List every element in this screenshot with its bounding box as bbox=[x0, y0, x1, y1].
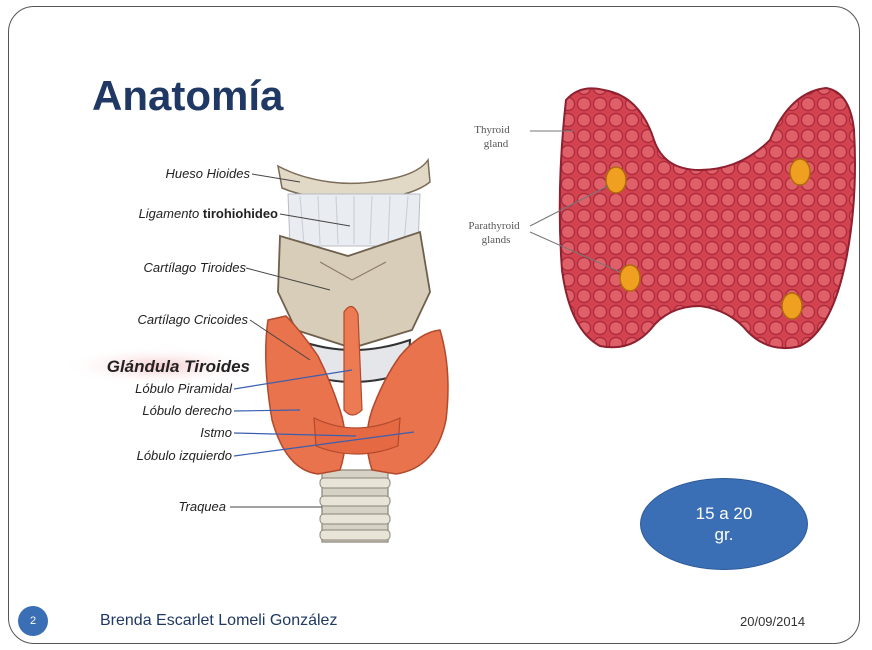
weight-badge: 15 a 20 gr. bbox=[640, 478, 808, 570]
label-cartilago-cricoides: Cartílago Cricoides bbox=[137, 312, 248, 327]
label-thyroid-line1: Thyroid bbox=[474, 124, 510, 136]
label-hueso-hioides: Hueso Hioides bbox=[165, 166, 250, 181]
label-ligamento-b: tirohiohideo bbox=[203, 206, 278, 221]
thyroid-gland-posterior bbox=[560, 88, 855, 348]
parathyroid-gland bbox=[606, 167, 626, 193]
page-number-badge: 2 bbox=[18, 606, 48, 636]
label-lobulo-piramidal: Lóbulo Piramidal bbox=[135, 381, 233, 396]
label-traquea: Traquea bbox=[179, 499, 226, 514]
label-ligamento: Ligamento tirohiohideo bbox=[139, 206, 278, 221]
parathyroid-gland bbox=[790, 159, 810, 185]
weight-text: 15 a 20 gr. bbox=[689, 503, 759, 545]
slide-date: 20/09/2014 bbox=[740, 614, 805, 629]
label-lobulo-izquierdo: Lóbulo izquierdo bbox=[137, 448, 232, 463]
label-lobulo-derecho: Lóbulo derecho bbox=[142, 403, 232, 418]
label-istmo: Istmo bbox=[200, 425, 232, 440]
trachea bbox=[320, 470, 390, 542]
label-cartilago-tiroides: Cartílago Tiroides bbox=[144, 260, 247, 275]
parathyroid-gland bbox=[782, 293, 802, 319]
label-parathyroid-line1: Parathyroid bbox=[468, 220, 520, 232]
parathyroid-gland bbox=[620, 265, 640, 291]
posterior-thyroid-figure: Thyroid gland Parathyroid glands bbox=[468, 88, 855, 348]
label-glandula-tiroides: Glándula Tiroides bbox=[107, 357, 250, 376]
larynx-thyroid-figure: Hueso Hioides Ligamento tirohiohideo Car… bbox=[60, 160, 448, 542]
label-thyroid-line2: gland bbox=[484, 138, 509, 150]
author-name: Brenda Escarlet Lomeli González bbox=[100, 612, 337, 630]
label-ligamento-a: Ligamento bbox=[139, 206, 203, 221]
label-parathyroid-line2: glands bbox=[482, 234, 511, 246]
